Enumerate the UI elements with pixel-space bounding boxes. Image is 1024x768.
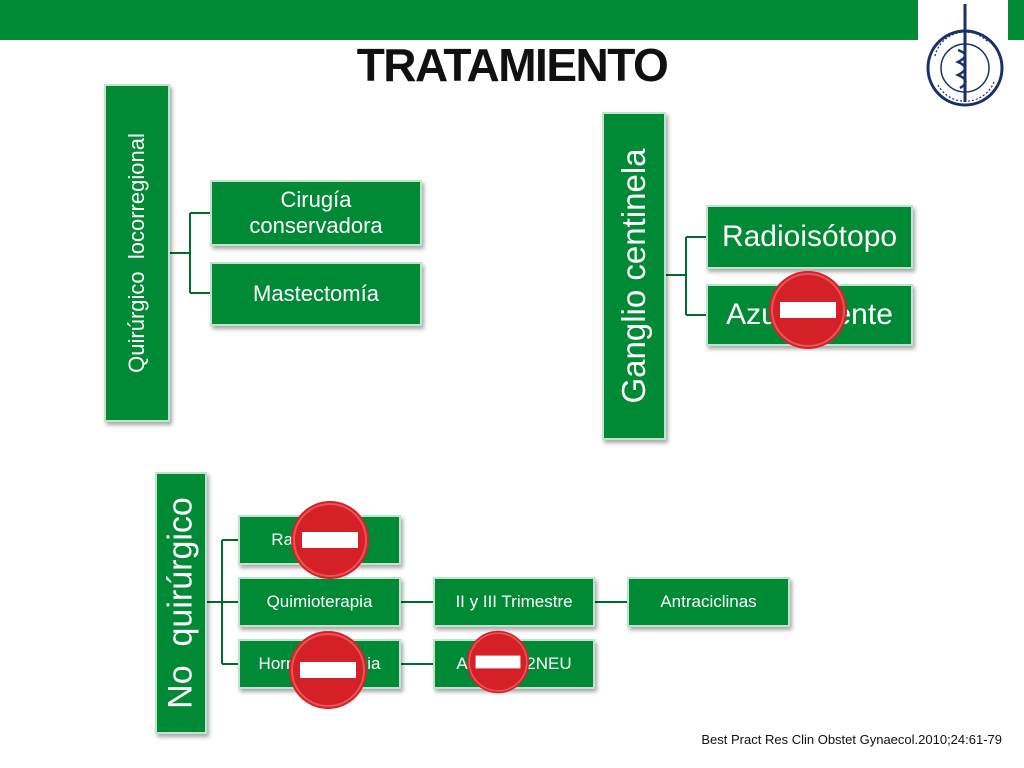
mastectomia-node: Mastectomía (210, 262, 422, 326)
no-entry-icon (291, 501, 369, 579)
cirugia-conservadora-node: Cirugía conservadora (210, 180, 422, 246)
mastectomia-label: Mastectomía (253, 281, 379, 306)
no-entry-icon (289, 631, 367, 709)
trimestre-label: II y III Trimestre (455, 592, 573, 611)
quirurgico-label: Quirúrgico locorregional (124, 133, 149, 373)
antraciclinas-node: Antraciclinas (627, 577, 790, 627)
header-bar-right (1008, 0, 1024, 40)
page-title: TRATAMIENTO (356, 39, 669, 91)
radioisotopo-node: Radioisótopo (706, 205, 913, 269)
ganglio-centinela-node: Ganglio centinela (602, 112, 666, 440)
trimestre-node: II y III Trimestre (433, 577, 595, 627)
header-bar (0, 0, 918, 40)
cirugia-conservadora-label: Cirugía conservadora (249, 187, 383, 238)
no-quirurgico-label: No quirúrgico (161, 497, 200, 709)
no-entry-icon (466, 630, 530, 694)
no-entry-icon (769, 271, 847, 349)
quimioterapia-node: Quimioterapia (238, 577, 401, 627)
no-quirurgico-node: No quirúrgico (155, 472, 207, 734)
antraciclinas-label: Antraciclinas (660, 592, 757, 611)
radioisotopo-label: Radioisótopo (721, 220, 898, 253)
quimioterapia-label: Quimioterapia (266, 592, 373, 611)
citation: Best Pract Res Clin Obstet Gynaecol.2010… (701, 732, 1002, 747)
institute-logo (926, 4, 1004, 107)
ganglio-label: Ganglio centinela (615, 148, 652, 404)
quirurgico-locorregional-node: Quirúrgico locorregional (104, 84, 170, 422)
